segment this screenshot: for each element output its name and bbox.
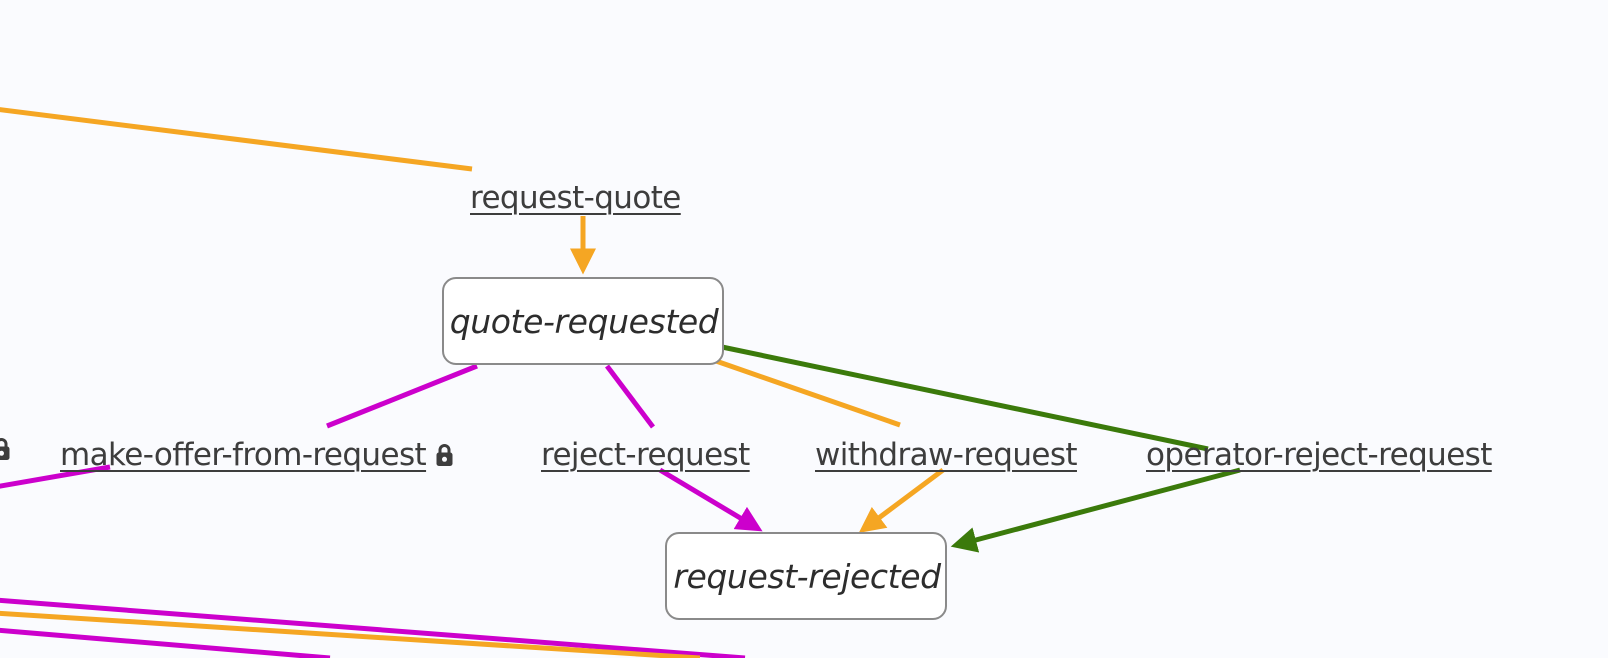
- transition-label-offscreen-left: [0, 437, 16, 461]
- state-node-label: quote-requested: [449, 301, 719, 341]
- edge-withdraw-request-to-request-rejected: [858, 467, 945, 533]
- edge-offscreen-bottom-magenta-1: [0, 597, 746, 658]
- lock-icon: [0, 437, 11, 461]
- state-node-request-rejected[interactable]: request-rejected: [665, 532, 947, 620]
- transition-label-text: reject-request: [541, 437, 750, 473]
- edge-offscreen-bottom-magenta-2: [0, 627, 331, 658]
- transition-label-request-quote[interactable]: request-quote: [470, 180, 681, 216]
- state-node-quote-requested[interactable]: quote-requested: [442, 277, 724, 365]
- transition-label-reject-request[interactable]: reject-request: [541, 437, 750, 473]
- edge-quote-requested-to-make-offer: [326, 363, 478, 429]
- edge-quote-requested-to-reject-request: [605, 364, 655, 429]
- lock-icon: [435, 443, 454, 467]
- edge-quote-requested-to-withdraw-request: [715, 358, 901, 428]
- transition-label-text: request-quote: [470, 180, 681, 216]
- transition-label-text: operator-reject-request: [1146, 437, 1492, 473]
- edge-offscreen-to-request-quote: [0, 107, 473, 172]
- transition-label-text: withdraw-request: [815, 437, 1078, 473]
- transition-label-make-offer-from-request[interactable]: make-offer-from-request: [60, 437, 454, 473]
- edge-operator-reject-to-request-rejected: [950, 467, 1241, 553]
- edge-offscreen-bottom-orange: [0, 610, 701, 658]
- state-node-label: request-rejected: [673, 556, 941, 596]
- transition-label-text: make-offer-from-request: [60, 437, 427, 473]
- transition-label-operator-reject-request[interactable]: operator-reject-request: [1146, 437, 1492, 473]
- transition-label-withdraw-request[interactable]: withdraw-request: [815, 437, 1078, 473]
- edge-quote-requested-to-operator-reject: [721, 344, 1209, 452]
- edge-reject-request-to-request-rejected: [658, 467, 763, 532]
